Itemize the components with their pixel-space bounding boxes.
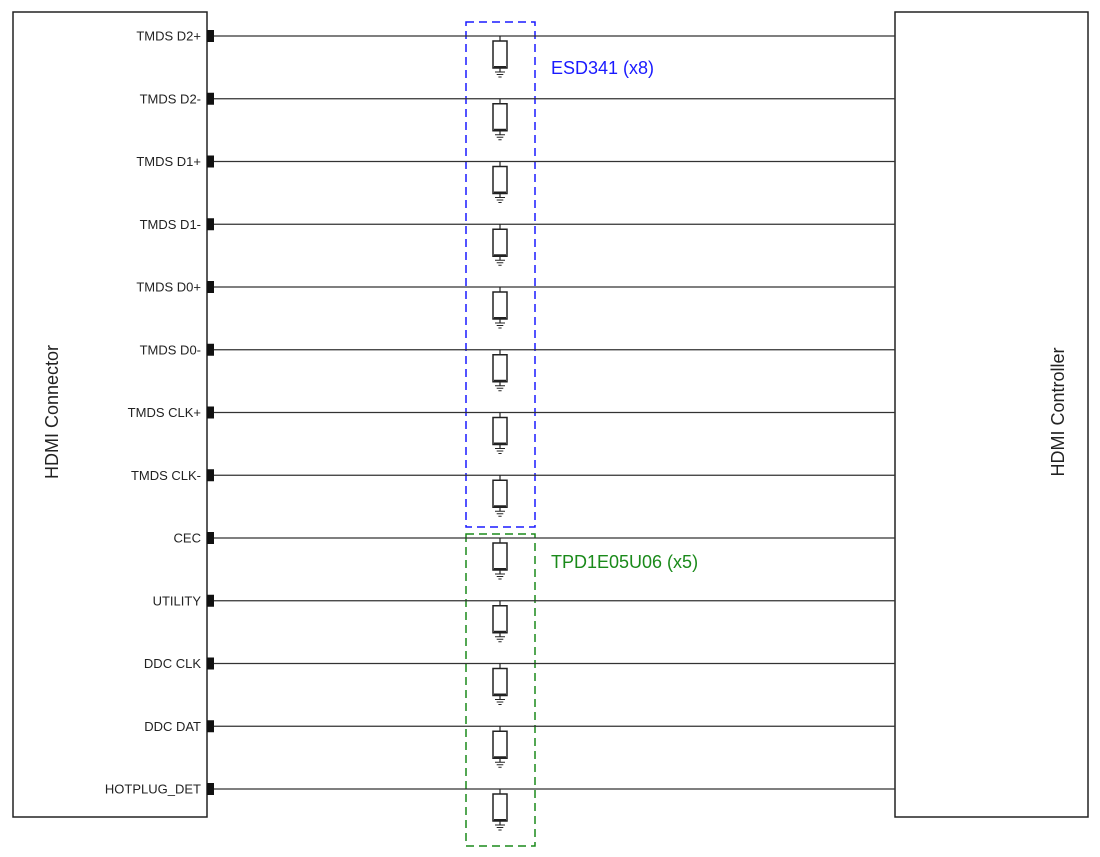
diode-body bbox=[492, 354, 508, 383]
diode-body bbox=[492, 228, 508, 257]
pin-label: TMDS D1- bbox=[140, 217, 201, 232]
tpd1e05u06-group-label: TPD1E05U06 (x5) bbox=[551, 552, 698, 572]
diode-body bbox=[492, 479, 508, 508]
connector-pin bbox=[207, 532, 214, 544]
tpd1e05u06-group-box bbox=[465, 533, 536, 847]
connector-pin bbox=[207, 281, 214, 293]
signal-ddc-clk: DDC CLK bbox=[144, 656, 895, 705]
connector-pin bbox=[207, 469, 214, 482]
signal-tmds-clk: TMDS CLK- bbox=[131, 468, 895, 517]
diode-body bbox=[492, 416, 508, 446]
pin-label: TMDS CLK- bbox=[131, 468, 201, 483]
esd-diode-icon bbox=[492, 98, 508, 141]
esd-diode-icon bbox=[492, 287, 508, 329]
diode-body bbox=[492, 165, 508, 195]
signal-tmds-d0: TMDS D0- bbox=[140, 342, 895, 392]
signal-hotplug-det: HOTPLUG_DET bbox=[105, 782, 895, 831]
esd-diode-icon bbox=[492, 726, 508, 768]
esd-diode-icon bbox=[492, 349, 508, 392]
esd-diode-icon bbox=[492, 789, 508, 831]
diode-body bbox=[492, 103, 508, 132]
pin-label: TMDS CLK+ bbox=[128, 405, 201, 420]
signal-tmds-d0: TMDS D0+ bbox=[136, 280, 895, 329]
diode-body bbox=[492, 793, 508, 822]
signal-tmds-d1: TMDS D1- bbox=[140, 217, 895, 266]
hdmi-controller-label: HDMI Controller bbox=[1048, 347, 1068, 476]
signal-utility: UTILITY bbox=[153, 593, 895, 643]
pin-label: CEC bbox=[174, 531, 201, 546]
diode-body bbox=[492, 40, 508, 69]
pin-label: DDC CLK bbox=[144, 656, 201, 671]
signal-tmds-d2: TMDS D2+ bbox=[136, 29, 895, 78]
pin-label: TMDS D2- bbox=[140, 91, 201, 106]
diode-body bbox=[492, 730, 508, 759]
diode-body bbox=[492, 605, 508, 634]
pin-label: UTILITY bbox=[153, 593, 202, 608]
connector-pin bbox=[207, 30, 214, 42]
diode-body bbox=[492, 291, 508, 320]
connector-pin bbox=[207, 218, 214, 231]
esd-diode-icon bbox=[492, 36, 508, 78]
esd-diode-icon bbox=[492, 161, 508, 203]
connector-pin bbox=[207, 783, 214, 795]
pin-label: TMDS D2+ bbox=[136, 29, 201, 44]
signal-tmds-clk: TMDS CLK+ bbox=[128, 405, 895, 454]
connector-pin bbox=[207, 594, 214, 607]
signal-tmds-d2: TMDS D2- bbox=[140, 91, 895, 141]
esd-diode-icon bbox=[492, 224, 508, 266]
connector-pin bbox=[207, 343, 214, 356]
pin-label: TMDS D0- bbox=[140, 342, 201, 357]
esd-diode-icon bbox=[492, 663, 508, 705]
esd-diode-icon bbox=[492, 600, 508, 643]
pin-label: HOTPLUG_DET bbox=[105, 782, 201, 797]
esd341-group-label: ESD341 (x8) bbox=[551, 58, 654, 78]
diode-body bbox=[492, 542, 508, 571]
signal-cec: CEC bbox=[174, 531, 895, 580]
connector-pin bbox=[207, 657, 214, 670]
hdmi-controller-block bbox=[894, 11, 1089, 818]
signal-tmds-d1: TMDS D1+ bbox=[136, 154, 895, 203]
pin-label: TMDS D1+ bbox=[136, 154, 201, 169]
connector-pin bbox=[207, 406, 214, 419]
signal-ddc-dat: DDC DAT bbox=[144, 719, 895, 768]
esd-diode-icon bbox=[492, 475, 508, 517]
pin-label: DDC DAT bbox=[144, 719, 201, 734]
diode-body bbox=[492, 667, 508, 697]
esd-diode-icon bbox=[492, 412, 508, 454]
connector-pin bbox=[207, 155, 214, 168]
connector-pin bbox=[207, 92, 214, 105]
hdmi-connector-label: HDMI Connector bbox=[42, 345, 62, 479]
hdmi-connector-block bbox=[12, 11, 208, 818]
connector-pin bbox=[207, 720, 214, 733]
esd-diode-icon bbox=[492, 538, 508, 580]
pin-label: TMDS D0+ bbox=[136, 280, 201, 295]
